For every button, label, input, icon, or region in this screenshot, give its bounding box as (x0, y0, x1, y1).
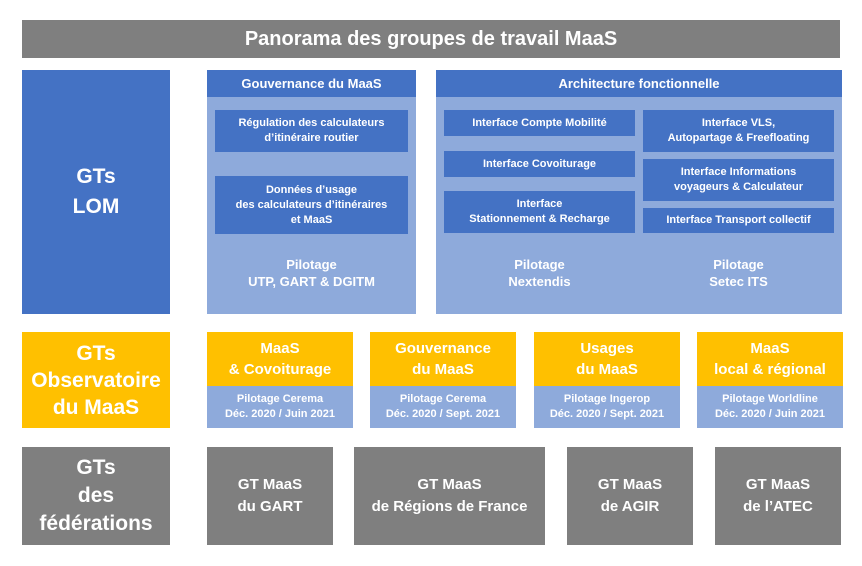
card-title: MaaS local & régional (697, 332, 843, 386)
gouvernance-item: Régulation des calculateurs d’itinéraire… (215, 110, 408, 152)
federation-box: GT MaaS de Régions de France (354, 447, 545, 545)
card-detail: Pilotage Cerema Déc. 2020 / Juin 2021 (207, 386, 353, 428)
row-label-observatoire: GTs Observatoire du MaaS (22, 332, 170, 428)
architecture-panel: Architecture fonctionnelle Interface Com… (436, 70, 842, 314)
card-title: Usages du MaaS (534, 332, 680, 386)
architecture-pilotage-right: Pilotage Setec ITS (709, 257, 768, 289)
gouvernance-pilotage: Pilotage UTP, GART & DGITM (248, 257, 375, 289)
card-detail: Pilotage Ingerop Déc. 2020 / Sept. 2021 (534, 386, 680, 428)
architecture-item: Interface Compte Mobilité (444, 110, 635, 136)
row-label-lom: GTs LOM (22, 70, 170, 314)
federation-box: GT MaaS de l’ATEC (715, 447, 841, 545)
architecture-item: Interface Stationnement & Recharge (444, 191, 635, 233)
architecture-item: Interface Transport collectif (643, 208, 834, 233)
architecture-header: Architecture fonctionnelle (436, 70, 842, 97)
observatoire-card: MaaS local & régional Pilotage Worldline… (697, 332, 843, 428)
observatoire-card: Usages du MaaS Pilotage Ingerop Déc. 202… (534, 332, 680, 428)
observatoire-card: MaaS & Covoiturage Pilotage Cerema Déc. … (207, 332, 353, 428)
gouvernance-header: Gouvernance du MaaS (207, 70, 416, 97)
card-title: Gouvernance du MaaS (370, 332, 516, 386)
observatoire-card: Gouvernance du MaaS Pilotage Cerema Déc.… (370, 332, 516, 428)
architecture-item: Interface VLS, Autopartage & Freefloatin… (643, 110, 834, 152)
architecture-item: Interface Covoiturage (444, 151, 635, 177)
card-title: MaaS & Covoiturage (207, 332, 353, 386)
federation-box: GT MaaS de AGIR (567, 447, 693, 545)
architecture-item: Interface Informations voyageurs & Calcu… (643, 159, 834, 201)
card-detail: Pilotage Worldline Déc. 2020 / Juin 2021 (697, 386, 843, 428)
gouvernance-item: Données d’usage des calculateurs d’itiné… (215, 176, 408, 234)
row-label-federations: GTs des fédérations (22, 447, 170, 545)
architecture-pilotage-left: Pilotage Nextendis (508, 257, 571, 289)
card-detail: Pilotage Cerema Déc. 2020 / Sept. 2021 (370, 386, 516, 428)
gouvernance-panel: Gouvernance du MaaS Régulation des calcu… (207, 70, 416, 314)
page-title: Panorama des groupes de travail MaaS (22, 20, 840, 58)
federation-box: GT MaaS du GART (207, 447, 333, 545)
